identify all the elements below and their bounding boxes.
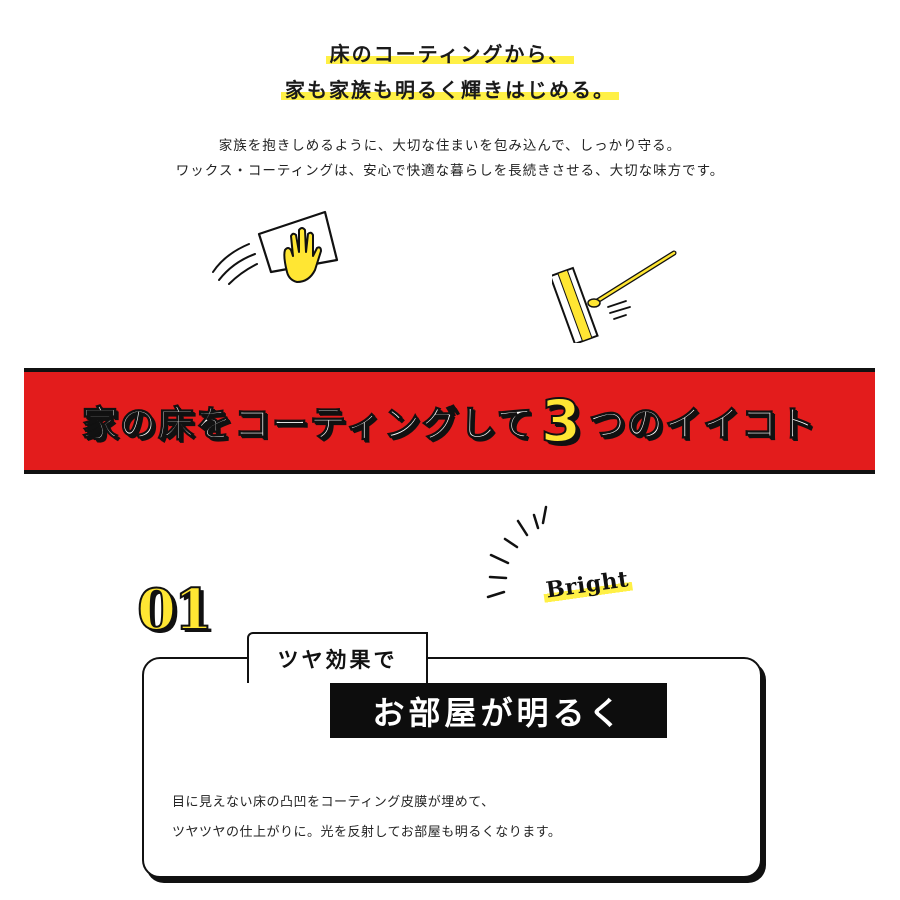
point-number: 01 [136, 577, 214, 643]
intro-heading-line-1: 床のコーティングから、 [325, 42, 575, 66]
benefit-tag: ツヤ効果で [247, 632, 428, 683]
banner-text-after: つのイイコト [588, 403, 818, 445]
benefit-description: 目に見えない床の凸凹をコーティング皮膜が埋めて、 ツヤツヤの仕上がりに。光を反射… [172, 788, 732, 848]
benefit-headline: お部屋が明るく [330, 683, 667, 738]
floor-mop-icon [552, 250, 677, 343]
banner-text-before: 家の床をコーティングして [81, 403, 535, 445]
intro-heading-line-2: 家も家族も明るく輝きはじめる。 [281, 78, 619, 102]
intro-body-line-1: 家族を抱きしめるように、大切な住まいを包み込んで、しっかり守る。 [218, 138, 682, 154]
intro-heading: 床のコーティングから、 家も家族も明るく輝きはじめる。 [0, 36, 900, 108]
benefit-description-line-2: ツヤツヤの仕上がりに。光を反射してお部屋も明るくなります。 [172, 825, 562, 840]
sparkle-rays-icon [486, 505, 548, 599]
intro-body: 家族を抱きしめるように、大切な住まいを包み込んで、しっかり守る。 ワックス・コー… [0, 134, 900, 184]
benefit-description-line-1: 目に見えない床の凸凹をコーティング皮膜が埋めて、 [172, 795, 495, 810]
three-benefits-banner: 家の床をコーティングして 3 つのイイコト [24, 368, 875, 474]
banner-number: 3 [540, 387, 584, 455]
intro-body-line-2: ワックス・コーティングは、安心で快適な暮らしを長続きさせる、大切な味方です。 [175, 163, 725, 179]
hand-wiping-cloth-icon [212, 210, 339, 285]
